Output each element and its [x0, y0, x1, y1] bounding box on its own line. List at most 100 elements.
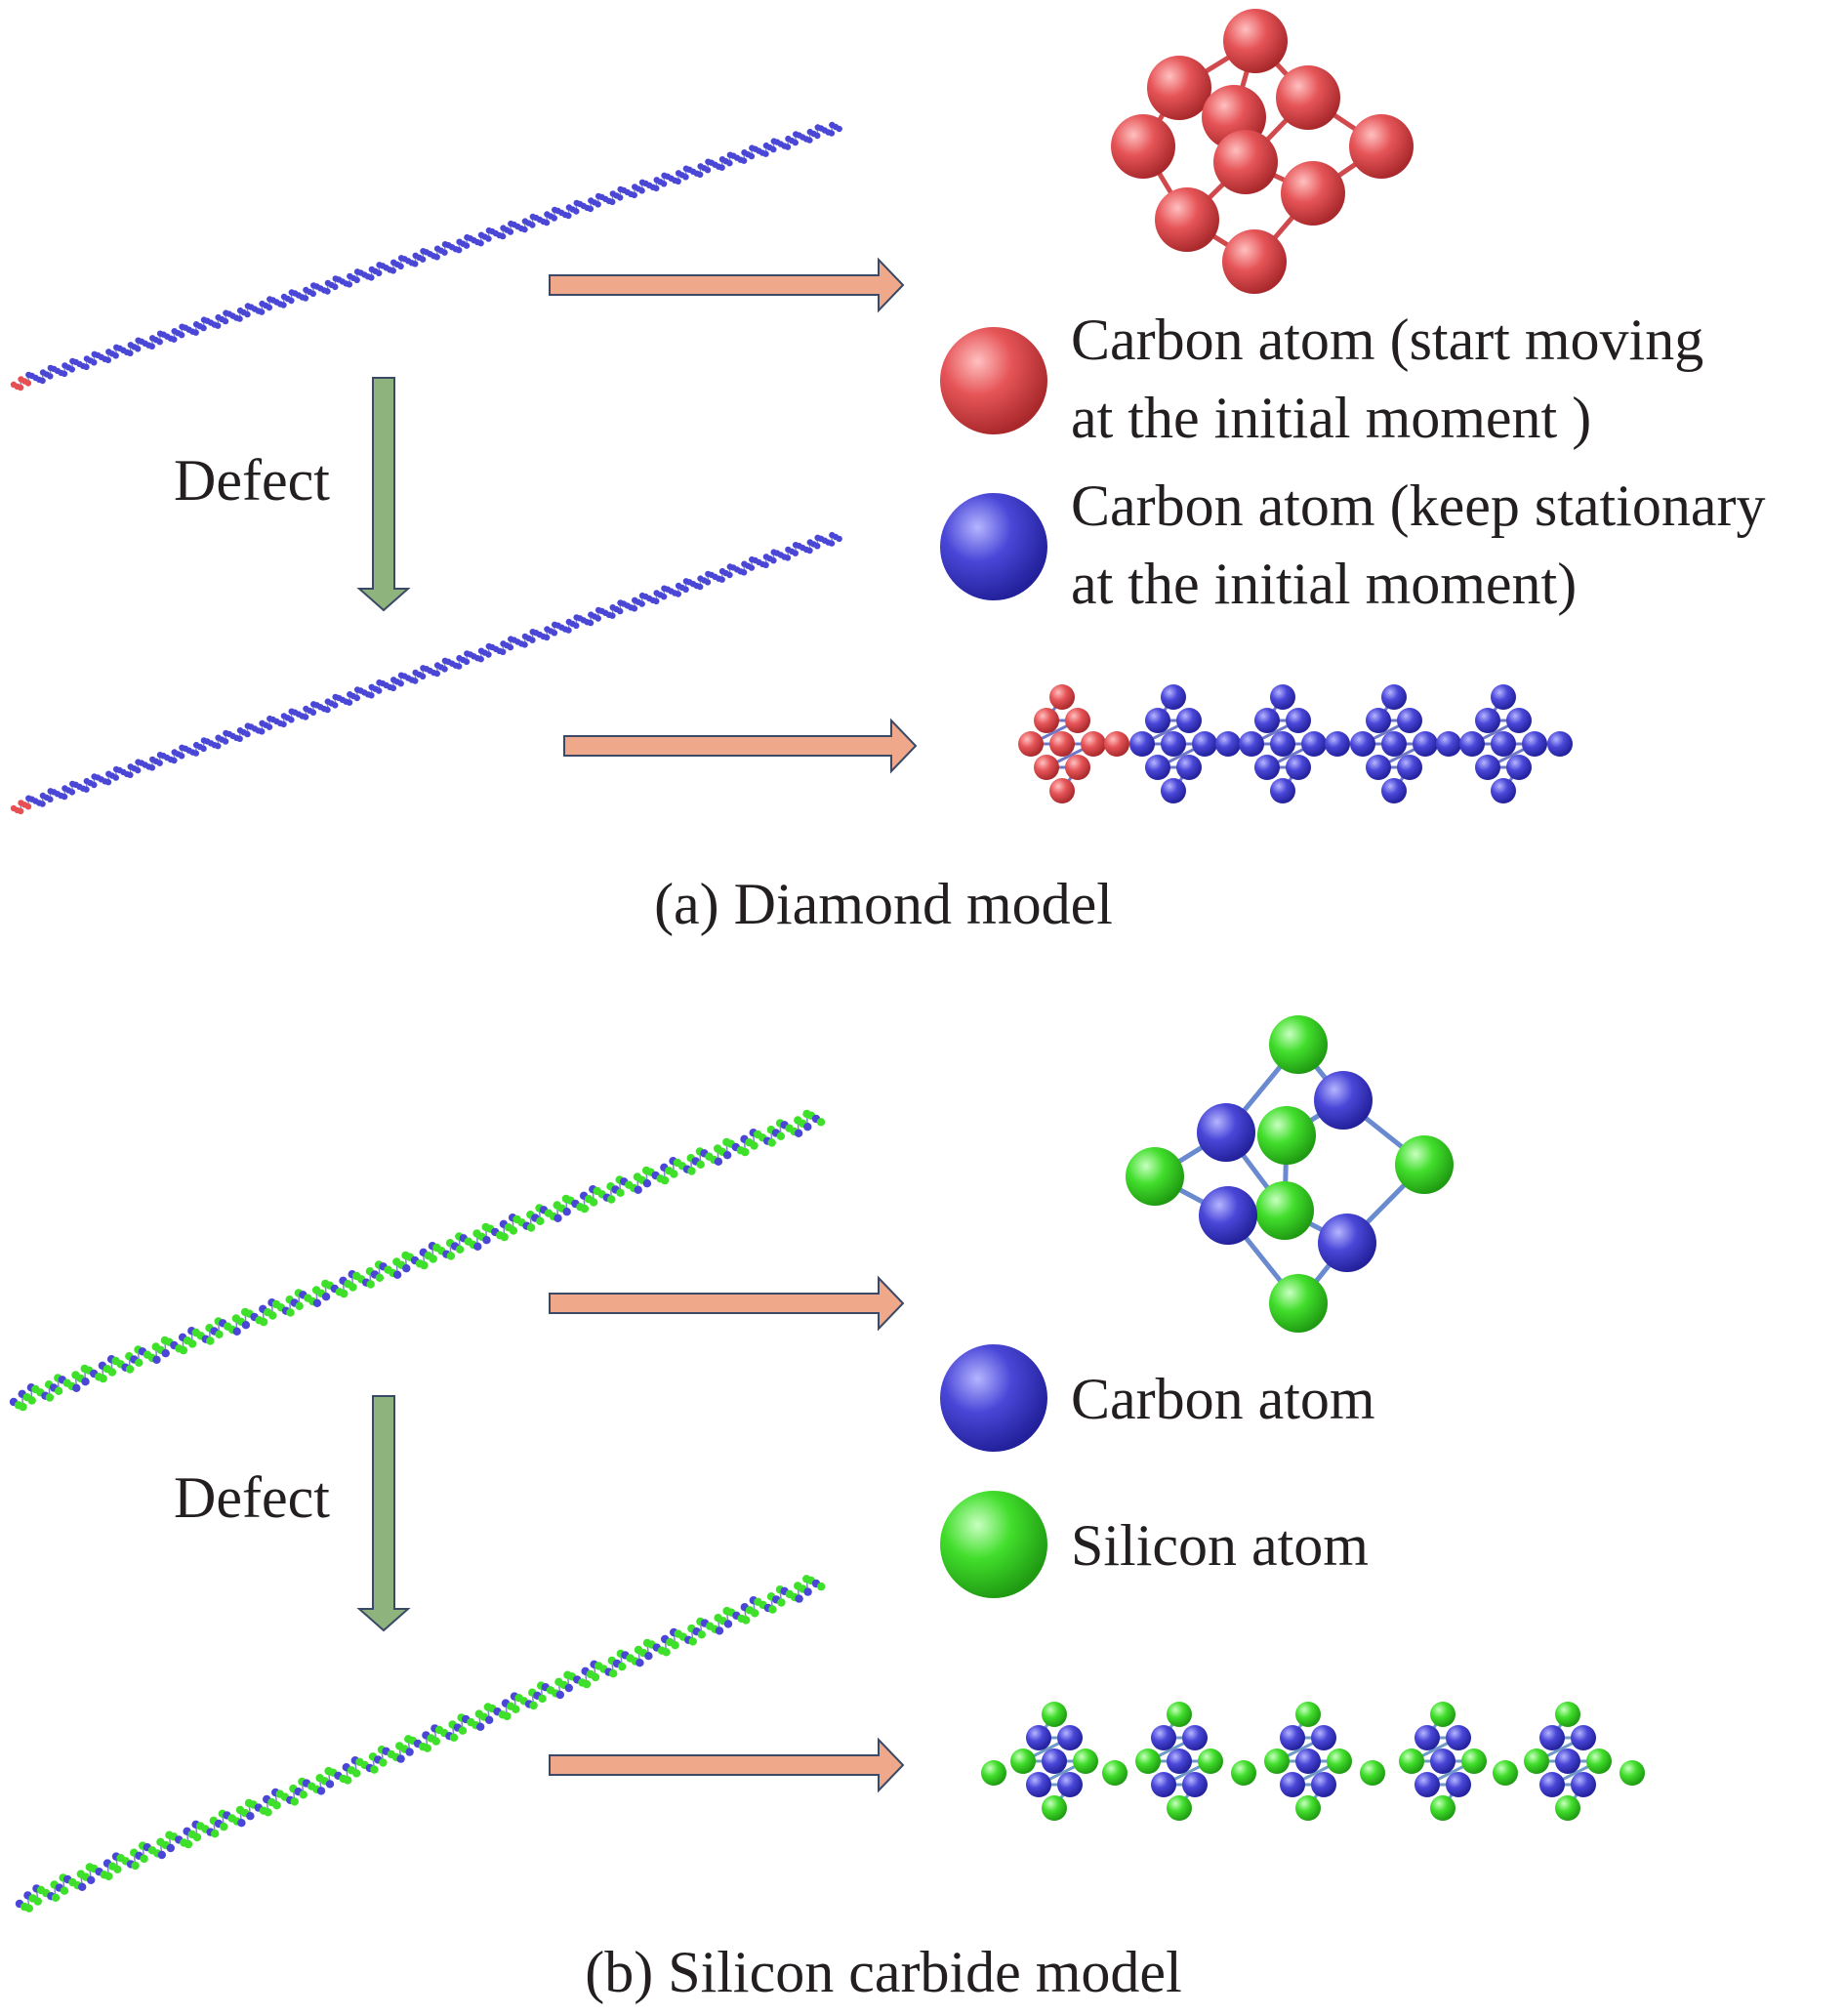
chain-atom — [187, 1339, 197, 1348]
panel-b-top-chain — [9, 1109, 826, 1412]
chain-atom — [565, 212, 572, 220]
chain-atom — [244, 730, 251, 738]
strip-atom — [1586, 1749, 1612, 1774]
chain-atom — [346, 699, 353, 706]
strip-atom — [1286, 708, 1311, 733]
chain-atom — [390, 267, 396, 274]
chain-atom — [156, 760, 163, 766]
chain-atom — [244, 310, 251, 318]
chain-atom — [420, 1260, 429, 1270]
chain-atom — [750, 1141, 758, 1150]
chain-atom — [171, 336, 178, 343]
chain-atom — [543, 219, 551, 226]
panel-a-arrow-top — [549, 257, 905, 313]
chain-atom — [696, 1160, 705, 1170]
strip-atom — [1539, 1772, 1565, 1797]
chain-atom — [72, 1383, 81, 1393]
chain-atom — [135, 346, 142, 352]
chain-atom — [299, 1790, 308, 1799]
legend-silicon-label: Silicon atom — [1071, 1513, 1369, 1578]
strip-atom — [1135, 1749, 1161, 1774]
chain-atom — [441, 249, 448, 256]
chain-atom — [660, 1175, 670, 1185]
strip-atom — [1254, 708, 1280, 733]
chain-atom — [309, 709, 317, 716]
chain-atom — [485, 235, 492, 242]
strip-atom — [1430, 1795, 1456, 1821]
chain-atom — [644, 1652, 653, 1661]
chain-atom — [87, 1875, 96, 1885]
chain-atom — [715, 1626, 724, 1635]
chain-atom — [171, 757, 178, 764]
chain-atom — [526, 1223, 536, 1232]
chain-atom — [776, 1131, 786, 1141]
chain-atom — [503, 1711, 512, 1721]
chain-atom — [83, 363, 90, 371]
chain-atom — [348, 1283, 357, 1292]
strip-atom — [1571, 1725, 1596, 1750]
chain-atom — [419, 673, 427, 679]
chain-atom — [286, 1308, 295, 1317]
strip-atom — [1018, 731, 1044, 757]
chain-atom — [485, 1715, 494, 1725]
panel-b-bottom-chain — [15, 1575, 826, 1913]
chain-atom — [290, 1797, 299, 1806]
strip-atom — [1506, 708, 1532, 733]
chain-atom — [288, 297, 295, 305]
legend-carbon-stationary-line2: at the initial moment) — [1071, 552, 1578, 616]
chain-atom — [392, 1270, 402, 1280]
chain-atom — [456, 663, 463, 670]
chain-atom — [33, 1897, 42, 1906]
chain-atom — [140, 1854, 148, 1864]
strip-atom — [1049, 684, 1075, 710]
chain-atom — [24, 1904, 33, 1913]
chain-atom — [179, 1345, 188, 1355]
strip-atom — [1176, 755, 1202, 780]
strip-atom — [1399, 1749, 1424, 1774]
chain-atom — [726, 160, 733, 167]
chain-atom — [268, 1311, 277, 1320]
chain-atom — [376, 269, 383, 276]
strip-atom — [1026, 1772, 1051, 1797]
chain-atom — [131, 1861, 140, 1871]
chain-atom — [127, 350, 134, 356]
chain-atom — [264, 1808, 272, 1817]
chain-atom — [836, 125, 842, 133]
strip-atom — [1081, 731, 1106, 757]
strip-atom — [1073, 1749, 1098, 1774]
chain-atom — [215, 1330, 224, 1339]
chain-atom — [47, 796, 54, 802]
chain-atom — [554, 1214, 562, 1223]
panel-a-defect-arrow — [356, 377, 411, 612]
chain-atom — [24, 380, 32, 387]
chain-atom — [587, 619, 594, 627]
chain-atom — [723, 1620, 733, 1628]
chain-atom — [346, 281, 353, 288]
strip-atom — [1295, 1702, 1321, 1727]
chain-atom — [412, 678, 419, 684]
chain-atom — [45, 1393, 55, 1402]
chain-atom — [591, 1672, 600, 1682]
strip-atom — [1436, 731, 1461, 757]
strip-atom — [1459, 731, 1485, 757]
chain-atom — [609, 198, 616, 206]
chain-atom — [135, 1358, 144, 1368]
chain-atom — [112, 352, 119, 359]
panel-b-defect-arrow — [356, 1395, 411, 1632]
chain-atom — [726, 571, 733, 579]
chain-atom — [582, 1679, 592, 1689]
chain-atom — [594, 201, 601, 208]
chain-atom — [536, 1216, 545, 1226]
chain-atom — [61, 370, 68, 378]
chain-atom — [192, 1832, 202, 1842]
strip-atom — [1620, 1760, 1645, 1786]
chain-atom — [266, 723, 273, 730]
strip-atom — [1547, 731, 1573, 757]
chain-atom — [259, 728, 266, 735]
chain-atom — [412, 261, 419, 267]
strip-atom — [1270, 731, 1295, 757]
panel-a-defect-label: Defect — [174, 448, 330, 513]
chain-atom — [529, 222, 536, 228]
chain-atom — [60, 1886, 69, 1895]
chain-atom — [463, 658, 471, 666]
